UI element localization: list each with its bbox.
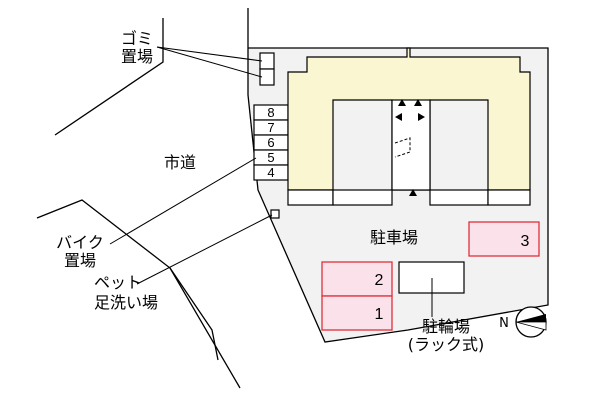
bike-slot-5: 5 [267,150,274,165]
parking-spaces: 3 2 1 [321,221,540,331]
stairs [394,137,411,158]
entrance-arrows [395,99,425,196]
garbage-label-line2: 置場 [121,47,153,66]
building [287,47,531,206]
balcony [287,189,334,206]
balcony [332,189,393,206]
compass-north-label: N [499,316,509,331]
city-road-label: 市道 [164,153,196,172]
bicycle-parking-label-line2: (ラック式) [408,335,485,354]
pet-wash-label-line1: ペット [94,273,142,292]
corridor [391,99,431,191]
balcony [487,189,531,206]
balcony [429,189,489,206]
parking-space-3 [468,221,540,257]
road-edge-inner [169,267,219,361]
leader-lines [109,46,433,317]
parking-space-2 [321,261,393,297]
parking-space-1 [321,295,393,331]
parking-lot-label: 駐車場 [370,228,418,247]
bicycle-parking-label-line1: 駐輪場 [422,317,470,336]
pet-foot-wash-marker [270,209,280,219]
bike-slot-7: 7 [267,120,274,135]
road-edge-top-left [54,18,164,136]
bike-slot-4: 4 [267,165,274,180]
bike-slot-6: 6 [267,135,274,150]
parking-number-2: 2 [375,272,384,289]
bike-parking-label-line1: バイク [56,233,104,252]
bike-slots: 8 7 6 5 4 [253,104,289,181]
parking-number-1: 1 [375,306,384,323]
parking-number-3: 3 [521,233,530,250]
road-lines [36,18,241,389]
bike-slot-8: 8 [267,105,274,120]
bike-parking-label-line2: 置場 [64,251,96,270]
pet-wash-label-line2: 足洗い場 [94,293,158,312]
garbage-storage [259,52,275,86]
compass-icon: N [499,306,547,338]
garbage-label-line1: ゴミ [121,29,153,48]
